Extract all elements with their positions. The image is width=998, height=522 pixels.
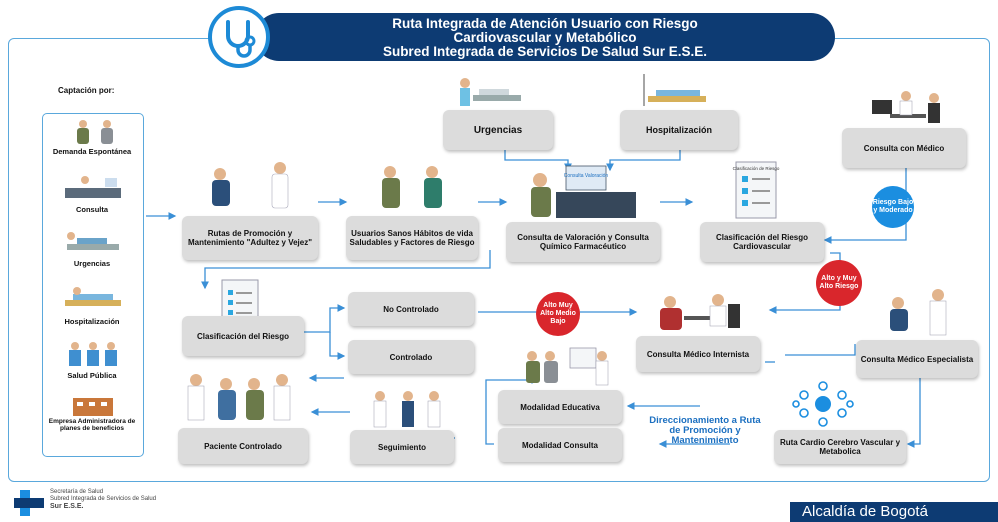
node-rutas-promocion: Rutas de Promoción y Mantenimiento "Adul… [182, 216, 318, 260]
elderly-couple-icon [77, 120, 113, 144]
captacion-item-urgencias: Urgencias [47, 226, 137, 276]
hospitalizacion-illustration [643, 74, 706, 106]
stethoscope-icon [208, 6, 270, 68]
tag-alto-medio-bajo: Alto Muy Alto Medio Bajo [536, 292, 580, 336]
consulta-medico-illustration [872, 91, 940, 123]
health-workers-icon [69, 342, 117, 366]
node-no-controlado: No Controlado [348, 292, 474, 326]
captacion-item-hospitalizacion: Hospitalización [47, 282, 137, 332]
title-line-1: Ruta Integrada de Atención Usuario con R… [392, 16, 698, 31]
tag-riesgo-bajo: Riesgo Bajo y Moderado [872, 186, 914, 228]
node-consulta-internista: Consulta Médico Internista [636, 336, 760, 372]
node-controlado: Controlado [348, 340, 474, 374]
captacion-label-salud-publica: Salud Pública [67, 371, 117, 380]
usuarios-sanos-illustration [382, 166, 442, 208]
captacion-item-demanda: Demanda Espontánea [47, 118, 137, 168]
node-clasif-cardio: Clasificación del Riesgo Cardiovascular [700, 222, 824, 262]
captacion-column: Demanda Espontánea Consulta Urgencias Ho… [42, 113, 144, 457]
screen-label-clasificacion: Clasificación de Riesgo [733, 166, 780, 171]
captacion-label-demanda: Demanda Espontánea [52, 147, 132, 156]
node-consulta-medico: Consulta con Médico [842, 128, 966, 168]
node-consulta-especialista: Consulta Médico Especialista [856, 340, 978, 378]
node-ruta-cardio: Ruta Cardio Cerebro Vascular y Metabolic… [774, 430, 906, 464]
subred-logo: Secretaría de Salud Subred Integrada de … [12, 488, 212, 518]
tag-alto-muy-alto: Alto y Muy Alto Riesgo [816, 260, 862, 306]
clipboard-icon: Clasificación de Riesgo [733, 161, 780, 219]
captacion-label-urgencias: Urgencias [73, 259, 111, 268]
direccionamiento-text: Direccionamiento a Ruta de Promoción y M… [649, 415, 761, 446]
title-line-3: Subred Integrada de Servicios De Salud S… [382, 44, 708, 59]
title-banner: Ruta Integrada de Atención Usuario con R… [255, 13, 835, 61]
captacion-item-salud-publica: Salud Pública [47, 338, 137, 388]
stretcher-icon [67, 232, 119, 250]
alcaldia-banner: Alcaldía de Bogotá [790, 502, 998, 522]
consulta-valoracion-illustration: Consulta Valoración [531, 165, 636, 218]
captacion-label-hospitalizacion: Hospitalización [64, 317, 120, 326]
doctor-desk-icon [65, 176, 121, 198]
network-icon [792, 381, 854, 427]
screen-label-valoracion: Consulta Valoración [564, 173, 609, 179]
building-icon [73, 398, 113, 416]
footer-org-line3: Sur E.S.E. [50, 503, 84, 510]
node-paciente-controlado: Paciente Controlado [178, 428, 308, 464]
captacion-label-consulta: Consulta [75, 205, 109, 214]
node-urgencias: Urgencias [443, 110, 553, 150]
footer-org-line2: Subred Integrada de Servicios de Salud [50, 496, 157, 502]
footer-org-line1: Secretaría de Salud [50, 489, 104, 495]
urgencias-illustration [460, 78, 521, 106]
internista-illustration [660, 294, 740, 330]
node-seguimiento: Seguimiento [350, 430, 454, 464]
promocion-illustration [212, 162, 289, 209]
node-hospitalizacion: Hospitalización [620, 110, 738, 150]
educativa-illustration [526, 347, 609, 386]
captacion-heading: Captación por: [58, 86, 115, 95]
node-clasif-riesgo: Clasificación del Riesgo [182, 316, 304, 356]
hospital-bed-icon [65, 287, 121, 306]
node-modalidad-consulta: Modalidad Consulta [498, 428, 622, 462]
seguimiento-illustration [373, 391, 441, 428]
captacion-item-eapb: Empresa Administradora de planes de bene… [47, 396, 137, 452]
node-usuarios-sanos: Usuarios Sanos Hábitos de vida Saludable… [346, 216, 478, 260]
node-consulta-valoracion: Consulta de Valoración y Consulta Químic… [506, 222, 660, 262]
especialista-illustration [890, 289, 947, 336]
subred-logo-icon [14, 490, 44, 516]
title-line-2: Cardiovascular y Metabólico [453, 30, 637, 45]
captacion-item-consulta: Consulta [47, 172, 137, 222]
paciente-controlado-illustration [187, 374, 291, 421]
node-modalidad-educativa: Modalidad Educativa [498, 390, 622, 424]
captacion-label-eapb: Empresa Administradora de planes de bene… [48, 418, 136, 432]
